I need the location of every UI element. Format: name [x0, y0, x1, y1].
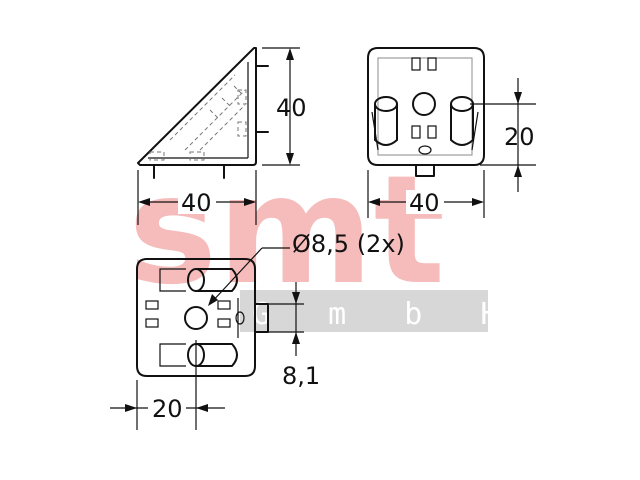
side-view [137, 47, 269, 179]
dim-side-width: 40 [137, 170, 257, 225]
dim-top-width: 20 [110, 340, 225, 430]
watermark-band [240, 290, 488, 332]
watermark: smt G m b H [128, 144, 518, 332]
watermark-company: G m b H [252, 297, 518, 332]
watermark-brand: smt [128, 144, 445, 318]
dim-side-height: 40 [262, 47, 307, 166]
dim-hole-diameter: Ø8,5 (2x) [208, 230, 405, 306]
dim-front-height: 20 [470, 78, 536, 192]
dim-top-width-label: 20 [152, 395, 183, 423]
dim-top-offset-label: 8,1 [282, 362, 320, 390]
dim-top-offset: 8,1 [262, 282, 320, 390]
top-view [136, 258, 269, 377]
dim-side-width-label: 40 [181, 189, 212, 217]
dim-side-height-label: 40 [276, 94, 307, 122]
dim-front-height-label: 20 [504, 123, 535, 151]
dim-front-width: 40 [367, 170, 485, 218]
front-view [367, 47, 485, 177]
dim-front-width-label: 40 [409, 189, 440, 217]
dim-hole-diameter-label: Ø8,5 (2x) [292, 230, 405, 258]
